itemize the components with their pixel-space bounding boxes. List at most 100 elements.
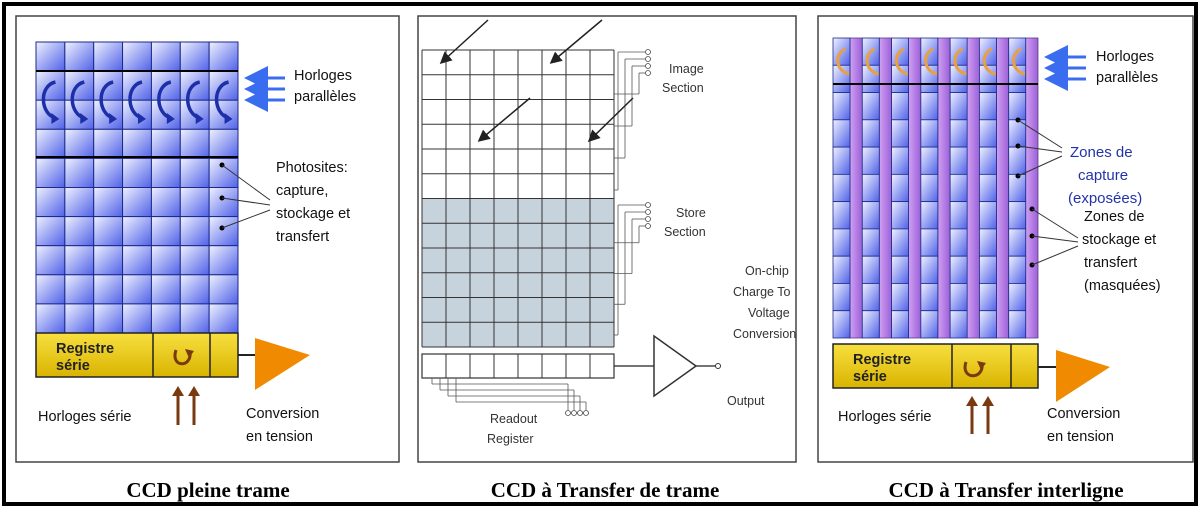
- shift-arrowhead: [80, 113, 89, 124]
- photosite-cell: [1008, 119, 1027, 148]
- caption-full-frame: CCD pleine trame: [126, 478, 289, 502]
- pixel-cell: [179, 157, 210, 188]
- photosite-cell: [832, 146, 851, 175]
- photosite-cell: [861, 146, 880, 175]
- readout-register-label-line1: Readout: [490, 412, 538, 426]
- photosite-cell: [861, 173, 880, 203]
- pixel-cell: [179, 303, 210, 334]
- pixel-cell: [64, 41, 95, 72]
- panel-full-frame: Registre série Horloges parallèles Photo…: [15, 15, 400, 463]
- pixel-cell: [93, 187, 124, 218]
- pixel-cell: [93, 303, 124, 334]
- photosite-cell: [920, 146, 939, 175]
- photosite-cell: [861, 310, 880, 339]
- transfer-arrow: [894, 47, 909, 76]
- photosites-label-line2: capture,: [276, 183, 328, 199]
- photosite-cell: [979, 228, 997, 257]
- photosite-cell: [891, 255, 909, 284]
- pixel-cell: [208, 41, 239, 72]
- photosite-cell: [891, 119, 909, 148]
- photosite-cell: [891, 92, 909, 121]
- image-section-label-line2: Section: [662, 81, 704, 95]
- photosite-cell: [979, 146, 997, 175]
- pixel-cell: [208, 187, 239, 218]
- clock-terminal: [645, 223, 651, 229]
- photosite-cell: [920, 201, 939, 230]
- amplifier-icon: [255, 338, 310, 390]
- store-section-label-line1: Store: [676, 206, 706, 220]
- photosites-label-line3: stockage et: [276, 206, 350, 222]
- readout-register-label-line2: Register: [487, 432, 534, 446]
- photosite-cell: [949, 228, 968, 257]
- pixel-cell: [35, 128, 66, 159]
- pixel-cell: [150, 157, 181, 188]
- pixel-cell: [150, 245, 181, 276]
- parallel-clock-arrows: [1044, 45, 1086, 91]
- amplifier-icon: [1056, 350, 1110, 402]
- transfer-arrow: [836, 47, 850, 76]
- photosite-cell: [949, 283, 968, 312]
- clock-terminal: [645, 49, 651, 55]
- photosite-cell: [891, 310, 909, 339]
- pixel-cell: [122, 187, 152, 218]
- clock-terminal: [645, 216, 651, 222]
- pixel-cell: [35, 274, 66, 305]
- pixel-cell: [93, 41, 124, 72]
- pixel-cell: [179, 128, 210, 159]
- photosites-label-line1: Photosites:: [276, 160, 348, 176]
- photosite-cell: [1008, 146, 1027, 175]
- photosite-cell: [891, 146, 909, 175]
- pixel-cell: [122, 303, 152, 334]
- charge-shift-arrows: [41, 80, 233, 124]
- photosite-cell: [979, 255, 997, 284]
- pixel-cell: [93, 157, 124, 188]
- photosite-cell: [920, 119, 939, 148]
- photosite-cell: [920, 283, 939, 312]
- pixel-cell: [179, 274, 210, 305]
- photosite-cell: [861, 283, 880, 312]
- pixel-cell: [150, 303, 181, 334]
- pixel-cell: [35, 187, 66, 218]
- photosite-cell: [1008, 173, 1027, 203]
- capture-zones-label-line2: capture: [1078, 167, 1128, 184]
- register-label-line2: série: [56, 358, 90, 374]
- pixel-cell: [208, 303, 239, 334]
- pixel-cell: [93, 128, 124, 159]
- shift-arrowhead: [138, 113, 146, 124]
- transfer-arrow: [924, 47, 938, 76]
- photosite-cell: [832, 119, 851, 148]
- pixel-cell: [35, 41, 66, 72]
- conversion-label-line1: Conversion: [1047, 406, 1120, 422]
- capture-pointers: [1015, 117, 1063, 179]
- serial-clocks-label: Horloges série: [838, 409, 932, 425]
- pixel-cell: [179, 187, 210, 218]
- pixel-cell: [208, 128, 239, 159]
- photosite-cell: [832, 255, 851, 284]
- conversion-label-line3: Voltage: [748, 306, 790, 320]
- storage-zones-label-line4: (masquées): [1084, 278, 1161, 294]
- photosite-cell: [891, 173, 909, 203]
- pixel-cell: [64, 245, 95, 276]
- shift-arrowhead: [166, 113, 175, 124]
- photosite-cell: [861, 92, 880, 121]
- pixel-cell: [122, 245, 152, 276]
- pixel-cell: [150, 187, 181, 218]
- storage-pointers: [1029, 206, 1079, 268]
- pixel-cell: [179, 41, 210, 72]
- photosite-cell: [1008, 310, 1027, 339]
- serial-clock-arrows: [172, 386, 200, 425]
- photosite-cell: [832, 201, 851, 230]
- photosite-cell: [949, 92, 968, 121]
- pixel-cell: [64, 216, 95, 247]
- photosite-cell: [920, 255, 939, 284]
- image-section-label-line1: Image: [669, 62, 704, 76]
- capture-zones-label-line1: Zones de: [1070, 144, 1133, 161]
- clock-tap-lines: [431, 49, 651, 416]
- clock-terminal: [645, 202, 651, 208]
- photosite-cell: [949, 255, 968, 284]
- pixel-cell: [150, 274, 181, 305]
- conversion-label-line1: On-chip: [745, 264, 789, 278]
- pixel-cell: [64, 128, 95, 159]
- conversion-label-line2: Charge To: [733, 285, 790, 299]
- photosite-cell: [1008, 283, 1027, 312]
